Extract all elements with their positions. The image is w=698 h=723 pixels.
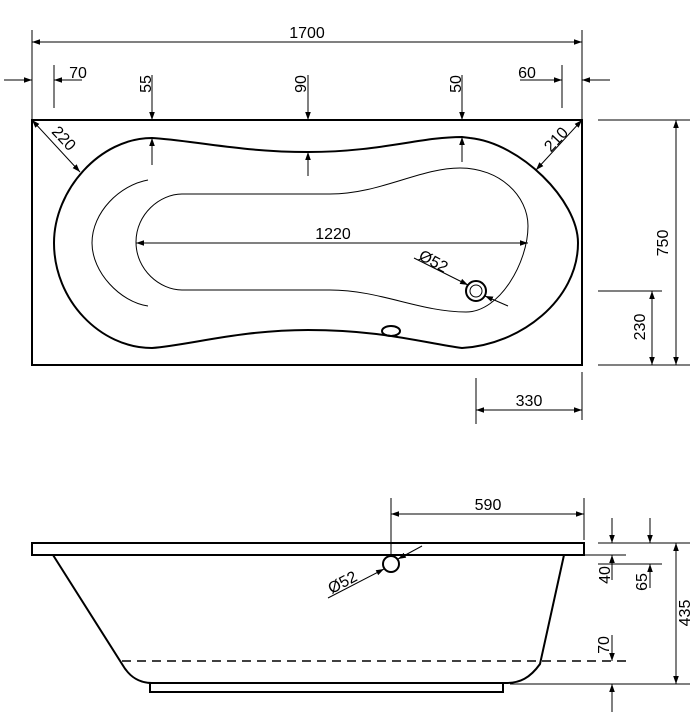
side-body <box>52 554 565 684</box>
tub-bottom-outline <box>135 167 529 313</box>
dim-label-230: 230 <box>632 314 649 341</box>
dim-label-330: 330 <box>516 393 543 410</box>
dim-label-750: 750 <box>655 230 672 257</box>
side-base <box>149 682 504 693</box>
dim-label-70: 70 <box>69 65 87 82</box>
dim-line-220 <box>31 119 81 173</box>
drain-inner-circle <box>469 284 483 298</box>
dim-arrow-drain-upper <box>413 257 469 286</box>
dim-label-overflow: Ø52 <box>326 568 361 597</box>
dim-label-65: 65 <box>634 573 651 591</box>
side-view: Ø52 590 40 65 435 70 <box>31 497 694 712</box>
dim-line-210 <box>535 119 583 171</box>
dim-label-210: 210 <box>541 124 572 155</box>
overflow-outlet <box>381 325 401 337</box>
dim-label-70-bottom: 70 <box>596 636 613 654</box>
dim-arrow-overflow-upper <box>397 545 423 560</box>
dim-label-90: 90 <box>293 75 310 93</box>
top-view: 1700 70 55 90 50 60 220 210 1220 <box>4 25 690 424</box>
dim-label-55: 55 <box>138 75 155 93</box>
dim-label-60: 60 <box>518 65 536 82</box>
tub-outer-rim <box>31 119 583 366</box>
drain-outer-circle <box>465 280 487 302</box>
dim-label-drain: Ø52 <box>416 247 451 276</box>
dim-arrow-drain-lower <box>484 295 509 307</box>
dim-label-435: 435 <box>677 600 694 627</box>
dim-label-1220: 1220 <box>315 226 351 243</box>
backrest-arc <box>91 179 149 307</box>
dim-label-50: 50 <box>448 75 465 93</box>
dim-label-220: 220 <box>48 123 79 154</box>
dim-label-590: 590 <box>475 497 502 514</box>
overflow-circle <box>382 555 400 573</box>
side-rim <box>31 542 585 556</box>
dim-label-40: 40 <box>597 566 614 584</box>
dim-arrow-overflow-lower <box>327 568 385 599</box>
tub-basin-outline <box>52 135 580 350</box>
dim-label-1700: 1700 <box>289 25 325 42</box>
